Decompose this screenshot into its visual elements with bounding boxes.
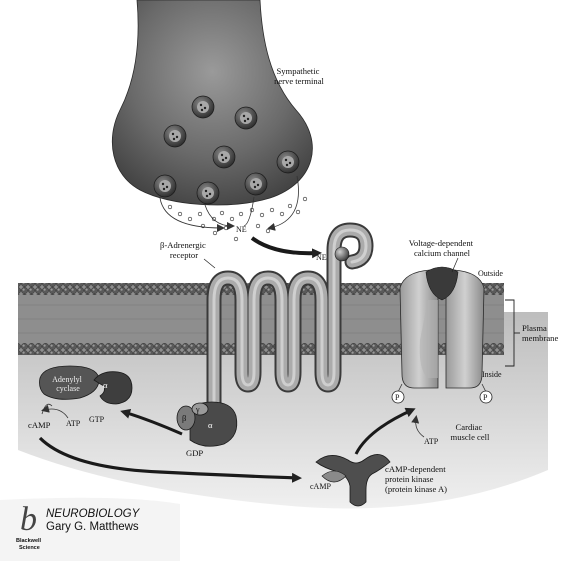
protein-kinase-a — [315, 454, 391, 507]
g-beta-label: β — [182, 413, 186, 423]
adenylyl-cyclase — [39, 365, 133, 405]
calcium-channel — [399, 266, 485, 389]
camp-pka-label: cAMP — [310, 482, 331, 491]
gdp-label: GDP — [186, 448, 203, 458]
released-norepinephrine — [167, 196, 308, 242]
publisher-line2: Science — [19, 545, 40, 551]
vesicle — [276, 150, 300, 174]
pka-to-channel-arrow — [354, 407, 416, 455]
ne-binding-arrow — [250, 236, 322, 259]
beta-adrenergic-receptor — [206, 222, 374, 418]
footer-band — [0, 497, 180, 561]
atp-right-label: ATP — [424, 437, 439, 446]
camp-left-label: cAMP — [28, 420, 51, 430]
cardiac-label-line2: muscle cell — [451, 432, 491, 442]
cyclase-alpha-label: α — [103, 380, 108, 390]
galpha-to-cyclase-arrow — [120, 408, 183, 436]
vesicle — [212, 145, 236, 169]
book-author: Gary G. Matthews — [46, 521, 139, 533]
g-protein — [176, 401, 238, 447]
atp-to-camp-arrow — [41, 404, 69, 419]
vesicle — [191, 95, 215, 119]
adenylyl-cyclase-line1: Adenylyl — [52, 375, 83, 384]
phosphate-right-label: P — [483, 393, 488, 402]
cardiac-label-line1: Cardiac — [456, 422, 483, 432]
receptor-label-line2: receptor — [170, 250, 198, 260]
nerve-terminal-label-line2: nerve terminal — [274, 76, 324, 86]
pka-label-line1: cAMP-dependent — [385, 464, 446, 474]
pka-label-line2: protein kinase — [385, 474, 434, 484]
pka-label: cAMP-dependent protein kinase (protein k… — [385, 464, 448, 494]
cardiac-cell-label: Cardiac muscle cell — [451, 422, 491, 442]
outside-label: Outside — [478, 269, 503, 278]
channel-label-line1: Voltage-dependent — [409, 238, 474, 248]
phosphate-left-label: P — [395, 393, 400, 402]
phosphate-right — [479, 390, 493, 404]
receptor-label: β-Adrenergic receptor — [160, 240, 208, 260]
adenylyl-cyclase-line2: cyclase — [56, 384, 80, 393]
atp-left-label: ATP — [66, 419, 81, 428]
plasma-membrane-label: Plasma membrane — [522, 323, 558, 343]
publisher-logo: b Blackwell Science — [16, 501, 43, 551]
vesicle — [153, 174, 177, 198]
publisher-name: Blackwell Science — [16, 538, 43, 551]
publisher-line1: Blackwell — [16, 538, 42, 544]
ne-cluster-label: NE — [236, 225, 247, 234]
inside-label: Inside — [482, 370, 502, 379]
plasma-membrane-line2: membrane — [522, 333, 558, 343]
nerve-terminal-label: Sympathetic nerve terminal — [274, 66, 324, 86]
nerve-terminal-label-line1: Sympathetic — [276, 66, 319, 76]
book-title: NEUROBIOLOGY — [46, 508, 141, 520]
publisher-logo-letter: b — [20, 501, 37, 538]
reuptake-arrows — [159, 175, 299, 232]
bound-ne-molecule — [334, 246, 350, 262]
vesicle — [196, 181, 220, 205]
channel-label-line2: calcium channel — [414, 248, 471, 258]
vesicle — [244, 172, 268, 196]
g-alpha-label: α — [208, 420, 213, 430]
camp-to-pka-arrow — [38, 436, 302, 483]
g-gamma-label: γ — [195, 405, 200, 414]
receptor-label-line1: β-Adrenergic — [160, 240, 206, 250]
phosphate-left — [391, 390, 405, 404]
synaptic-vesicles — [153, 95, 300, 205]
adenylyl-cyclase-label: Adenylyl cyclase — [52, 375, 84, 393]
vesicle — [163, 124, 187, 148]
gtp-label: GTP — [89, 415, 105, 424]
channel-label: Voltage-dependent calcium channel — [409, 238, 475, 258]
vesicle — [234, 106, 258, 130]
pka-label-line3: (protein kinase A) — [385, 484, 447, 494]
ne-bound-label: NE — [316, 253, 327, 262]
plasma-membrane-line1: Plasma — [522, 323, 547, 333]
